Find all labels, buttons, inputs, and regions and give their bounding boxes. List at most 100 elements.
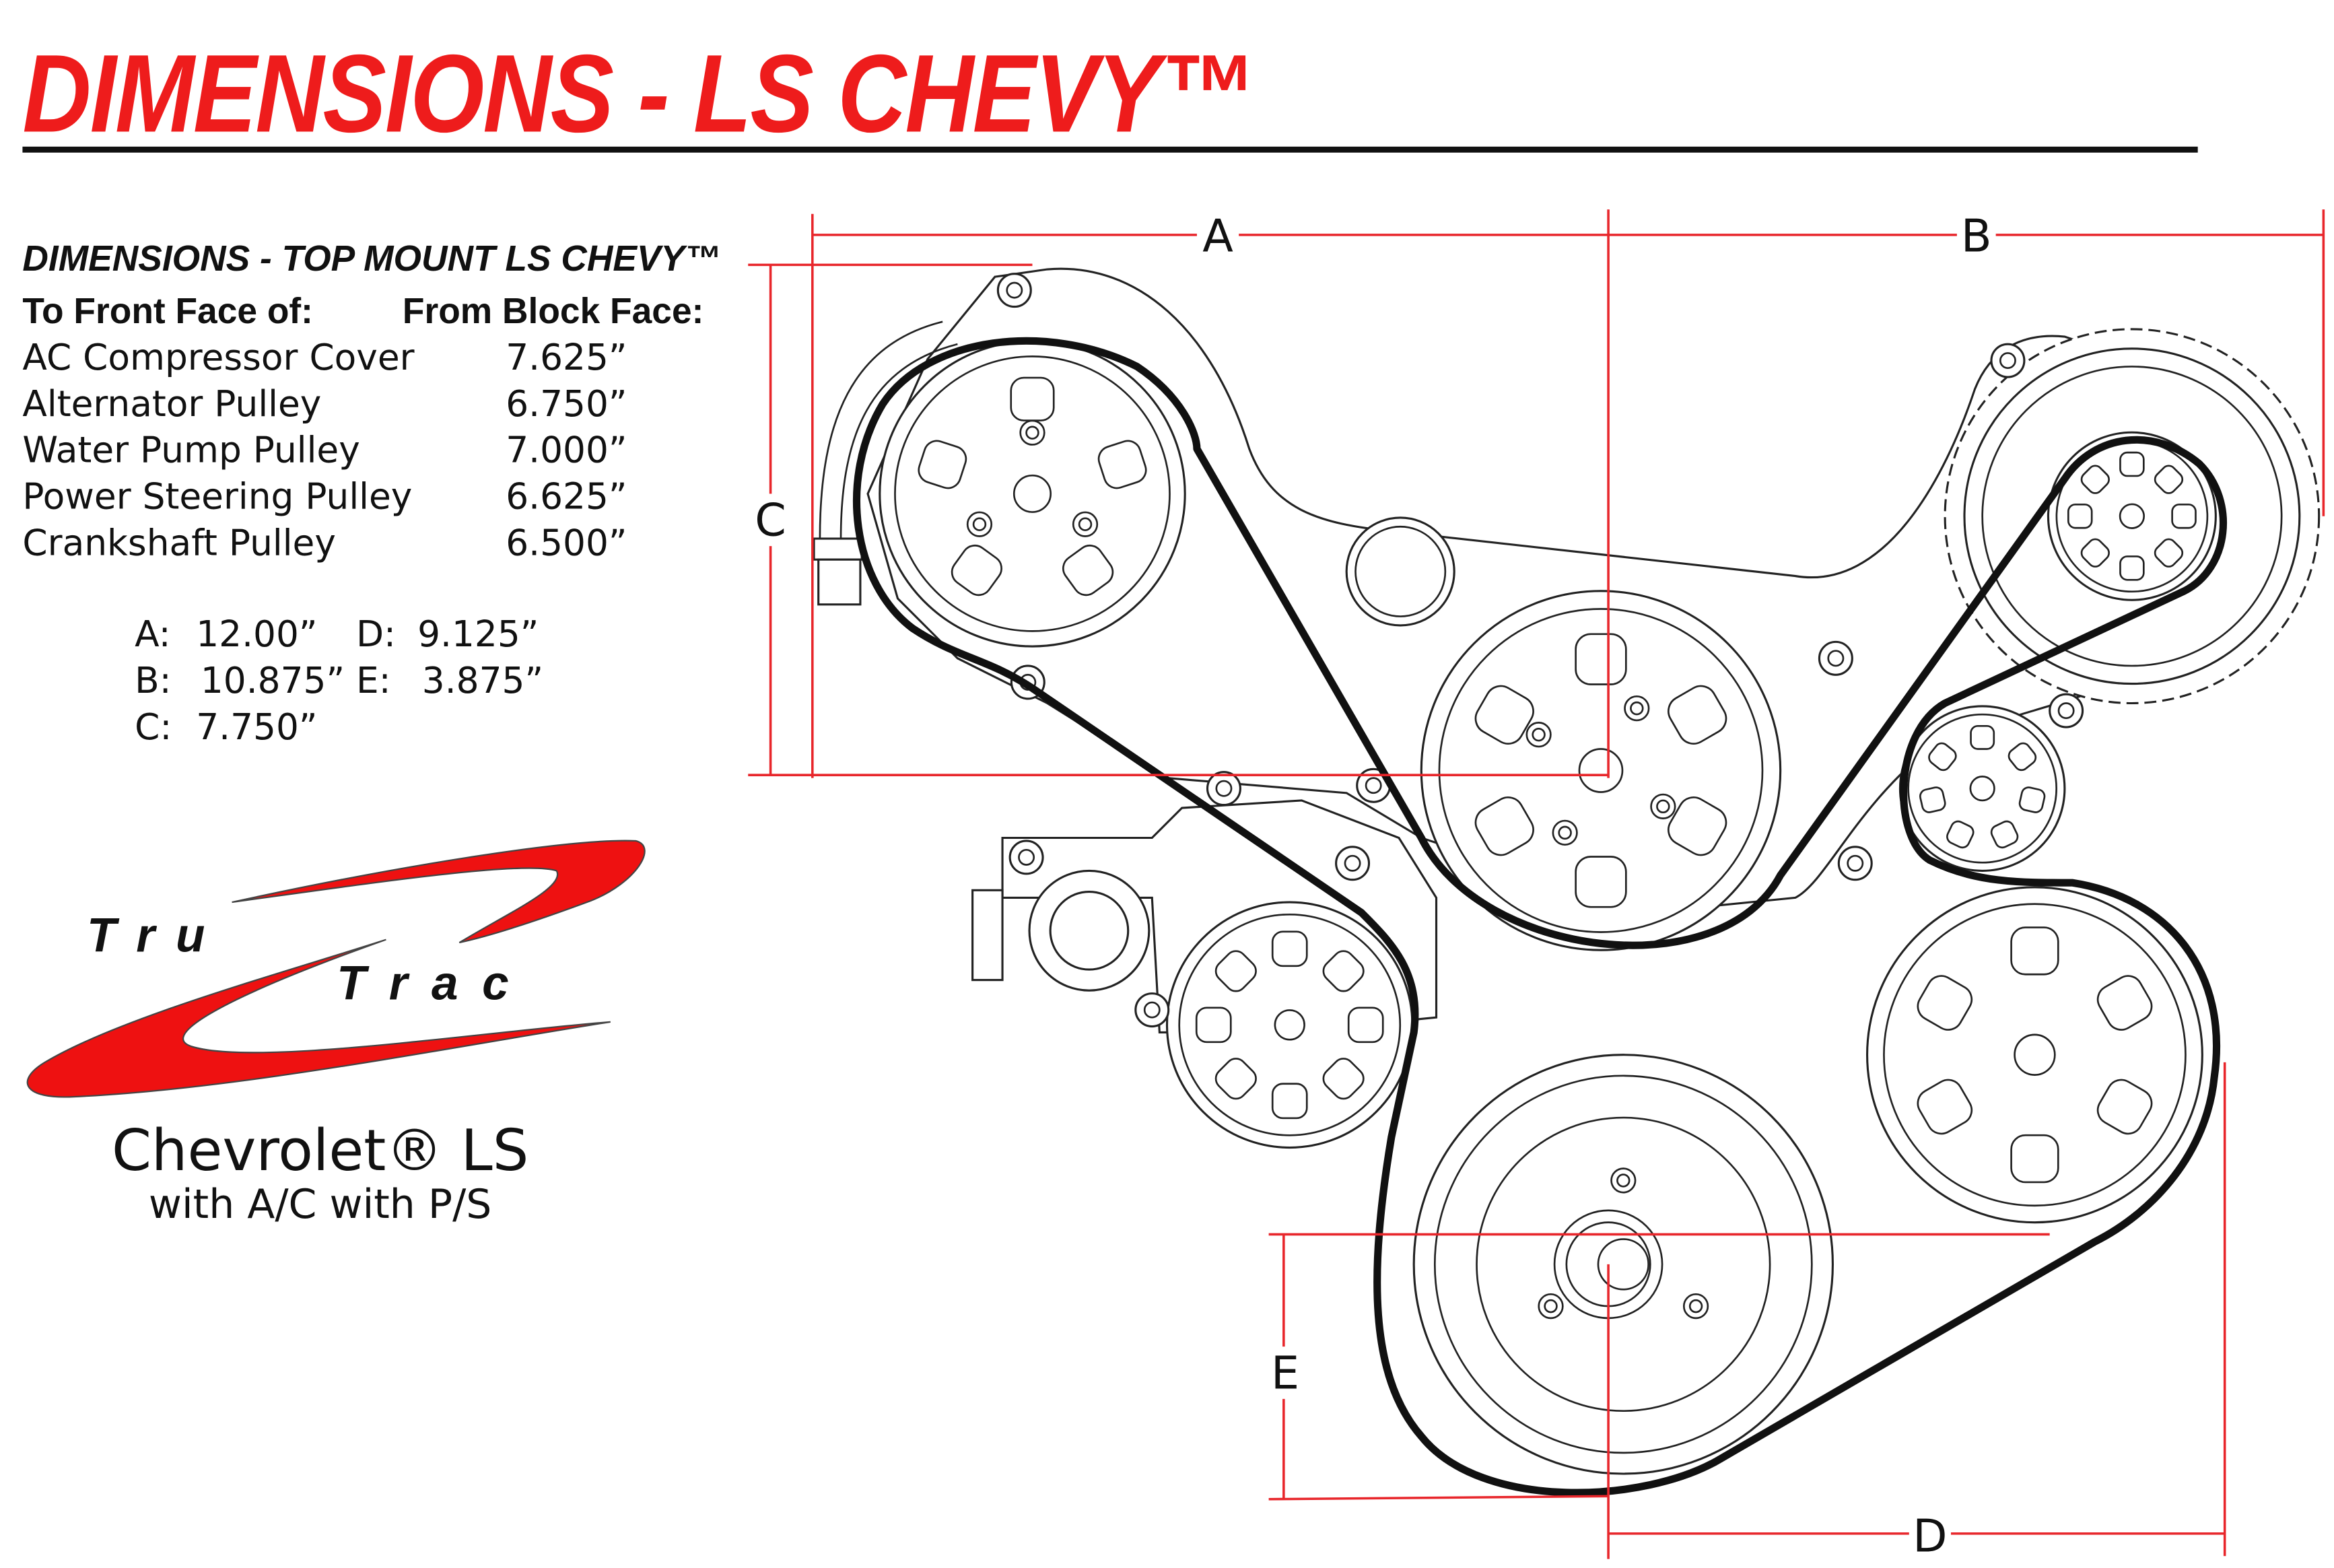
trutrac-logo: Tru Trac bbox=[26, 840, 646, 1098]
row-part: Power Steering Pulley bbox=[22, 475, 412, 518]
pulley-rim bbox=[1420, 590, 1782, 951]
pulley-rim bbox=[1865, 886, 2203, 1224]
bolts bbox=[996, 273, 2084, 1028]
row-part: Crankshaft Pulley bbox=[22, 521, 336, 564]
bolt-center bbox=[1025, 425, 1039, 440]
front-bracket bbox=[866, 267, 2246, 914]
pulley-window bbox=[2154, 465, 2184, 494]
logo-swoosh-bottom bbox=[26, 939, 611, 1098]
row-value: 7.625” bbox=[506, 336, 627, 378]
bolt-center bbox=[1365, 777, 1382, 794]
dim-b-value: 10.875” bbox=[201, 659, 345, 702]
pulley-window bbox=[2171, 503, 2197, 529]
ac-clutch-pulley bbox=[1165, 901, 1414, 1149]
power-steering-pulley bbox=[1865, 886, 2203, 1224]
pulley-rim bbox=[1165, 901, 1414, 1149]
pulley-window bbox=[2018, 786, 2046, 813]
dim-a-label: A: bbox=[135, 613, 171, 655]
pulley-window bbox=[2096, 975, 2153, 1031]
bolt-center bbox=[2057, 702, 2075, 720]
pulley-window bbox=[1474, 685, 1534, 745]
pulley-hub bbox=[1597, 1238, 1649, 1291]
table-row: Alternator Pulley 6.750” bbox=[22, 382, 627, 425]
fan-drive-pulley bbox=[2047, 431, 2217, 601]
pulley-window bbox=[1195, 1007, 1232, 1044]
bolt-center bbox=[972, 517, 987, 531]
row-value: 6.625” bbox=[506, 475, 627, 518]
hose-fitting-body bbox=[817, 558, 862, 606]
pulley-window bbox=[1214, 950, 1257, 992]
bolt-icon bbox=[1610, 1167, 1637, 1194]
pulley-groove bbox=[1433, 1075, 1813, 1454]
bolt-icon bbox=[1019, 419, 1045, 446]
dimension-values: A: 12.00” D: 9.125” B: 10.875” E: 3.875”… bbox=[135, 613, 543, 748]
table-heading: DIMENSIONS - TOP MOUNT LS CHEVY™ bbox=[22, 239, 720, 279]
dim-label-b: B bbox=[1961, 209, 1992, 262]
dim-d-label: D: bbox=[356, 613, 396, 655]
pulley-window bbox=[1322, 950, 1365, 992]
bolt-icon bbox=[1818, 640, 1853, 676]
bolt-icon bbox=[1008, 840, 1044, 875]
bolt-center bbox=[1078, 517, 1093, 531]
pulley-window bbox=[1097, 440, 1147, 489]
dimension-lines: A B C D E bbox=[748, 209, 2325, 1563]
dim-a-value: 12.00” bbox=[196, 613, 317, 655]
bolt-center bbox=[1999, 352, 2016, 370]
pulley-window bbox=[2010, 926, 2059, 976]
table-row: Power Steering Pulley 6.625” bbox=[22, 475, 627, 518]
bolt-icon bbox=[2049, 693, 2084, 728]
idler-pulley bbox=[1898, 705, 2066, 872]
bolt-center bbox=[1630, 701, 1644, 716]
water-pump-pulley bbox=[1420, 590, 1782, 951]
pulley-window bbox=[2007, 742, 2037, 772]
pulley-window bbox=[2010, 1134, 2059, 1184]
bolt-center bbox=[1143, 1001, 1161, 1019]
bolt-icon bbox=[1624, 695, 1650, 722]
bolt-center bbox=[1827, 650, 1845, 667]
pulley-window bbox=[1347, 1007, 1384, 1044]
bolt-center bbox=[1558, 825, 1572, 840]
pulley-hub bbox=[1012, 474, 1052, 513]
pulley-window bbox=[1271, 1083, 1308, 1120]
bolt-icon bbox=[1335, 846, 1371, 881]
pulley-window bbox=[1271, 930, 1308, 967]
serpentine-belt bbox=[852, 337, 2228, 1497]
pulley-groove bbox=[1907, 713, 2058, 864]
row-value: 6.750” bbox=[506, 382, 627, 425]
pulley-hub bbox=[1969, 776, 1995, 802]
bolt-center bbox=[1344, 854, 1361, 872]
bolt-center bbox=[1688, 1299, 1703, 1314]
col1-header: To Front Face of: bbox=[22, 292, 313, 331]
page-title: DIMENSIONS - LS CHEVY™ bbox=[22, 32, 1253, 156]
pulley-window bbox=[1917, 975, 1973, 1031]
dim-e-value: 3.875” bbox=[422, 659, 543, 702]
alternator-pulley bbox=[879, 340, 1186, 648]
pulley-hub bbox=[1578, 748, 1624, 793]
bolt-icon bbox=[1552, 819, 1578, 846]
crankshaft-pulley bbox=[1412, 1054, 1834, 1475]
dim-c-label: C: bbox=[135, 706, 172, 748]
engine-diagram bbox=[813, 267, 2321, 1497]
bolt-center bbox=[1847, 854, 1864, 872]
bolt-icon bbox=[1134, 992, 1170, 1028]
pulley-window bbox=[1917, 1079, 1973, 1135]
bolt-icon bbox=[996, 273, 1032, 308]
pulley-window bbox=[2080, 465, 2110, 494]
pulley-window bbox=[1946, 820, 1975, 849]
dim-line-c bbox=[748, 263, 1609, 776]
dim-line-b bbox=[1607, 209, 2325, 778]
ac-port-inner bbox=[1049, 890, 1130, 971]
pulley-window bbox=[2154, 538, 2184, 568]
dim-e-label: E: bbox=[356, 659, 391, 702]
caption-title: Chevrolet® LS bbox=[112, 1118, 528, 1184]
bolt-icon bbox=[1206, 771, 1241, 807]
row-value: 7.000” bbox=[506, 429, 627, 471]
table-row: AC Compressor Cover 7.625” bbox=[22, 336, 627, 378]
pulley-window bbox=[1928, 742, 1957, 772]
hose-fitting bbox=[813, 537, 863, 561]
dim-label-e: E bbox=[1271, 1347, 1299, 1399]
pulley-window bbox=[951, 544, 1002, 596]
table-row: Crankshaft Pulley 6.500” bbox=[22, 521, 627, 564]
dim-line-e bbox=[1268, 1233, 2050, 1501]
